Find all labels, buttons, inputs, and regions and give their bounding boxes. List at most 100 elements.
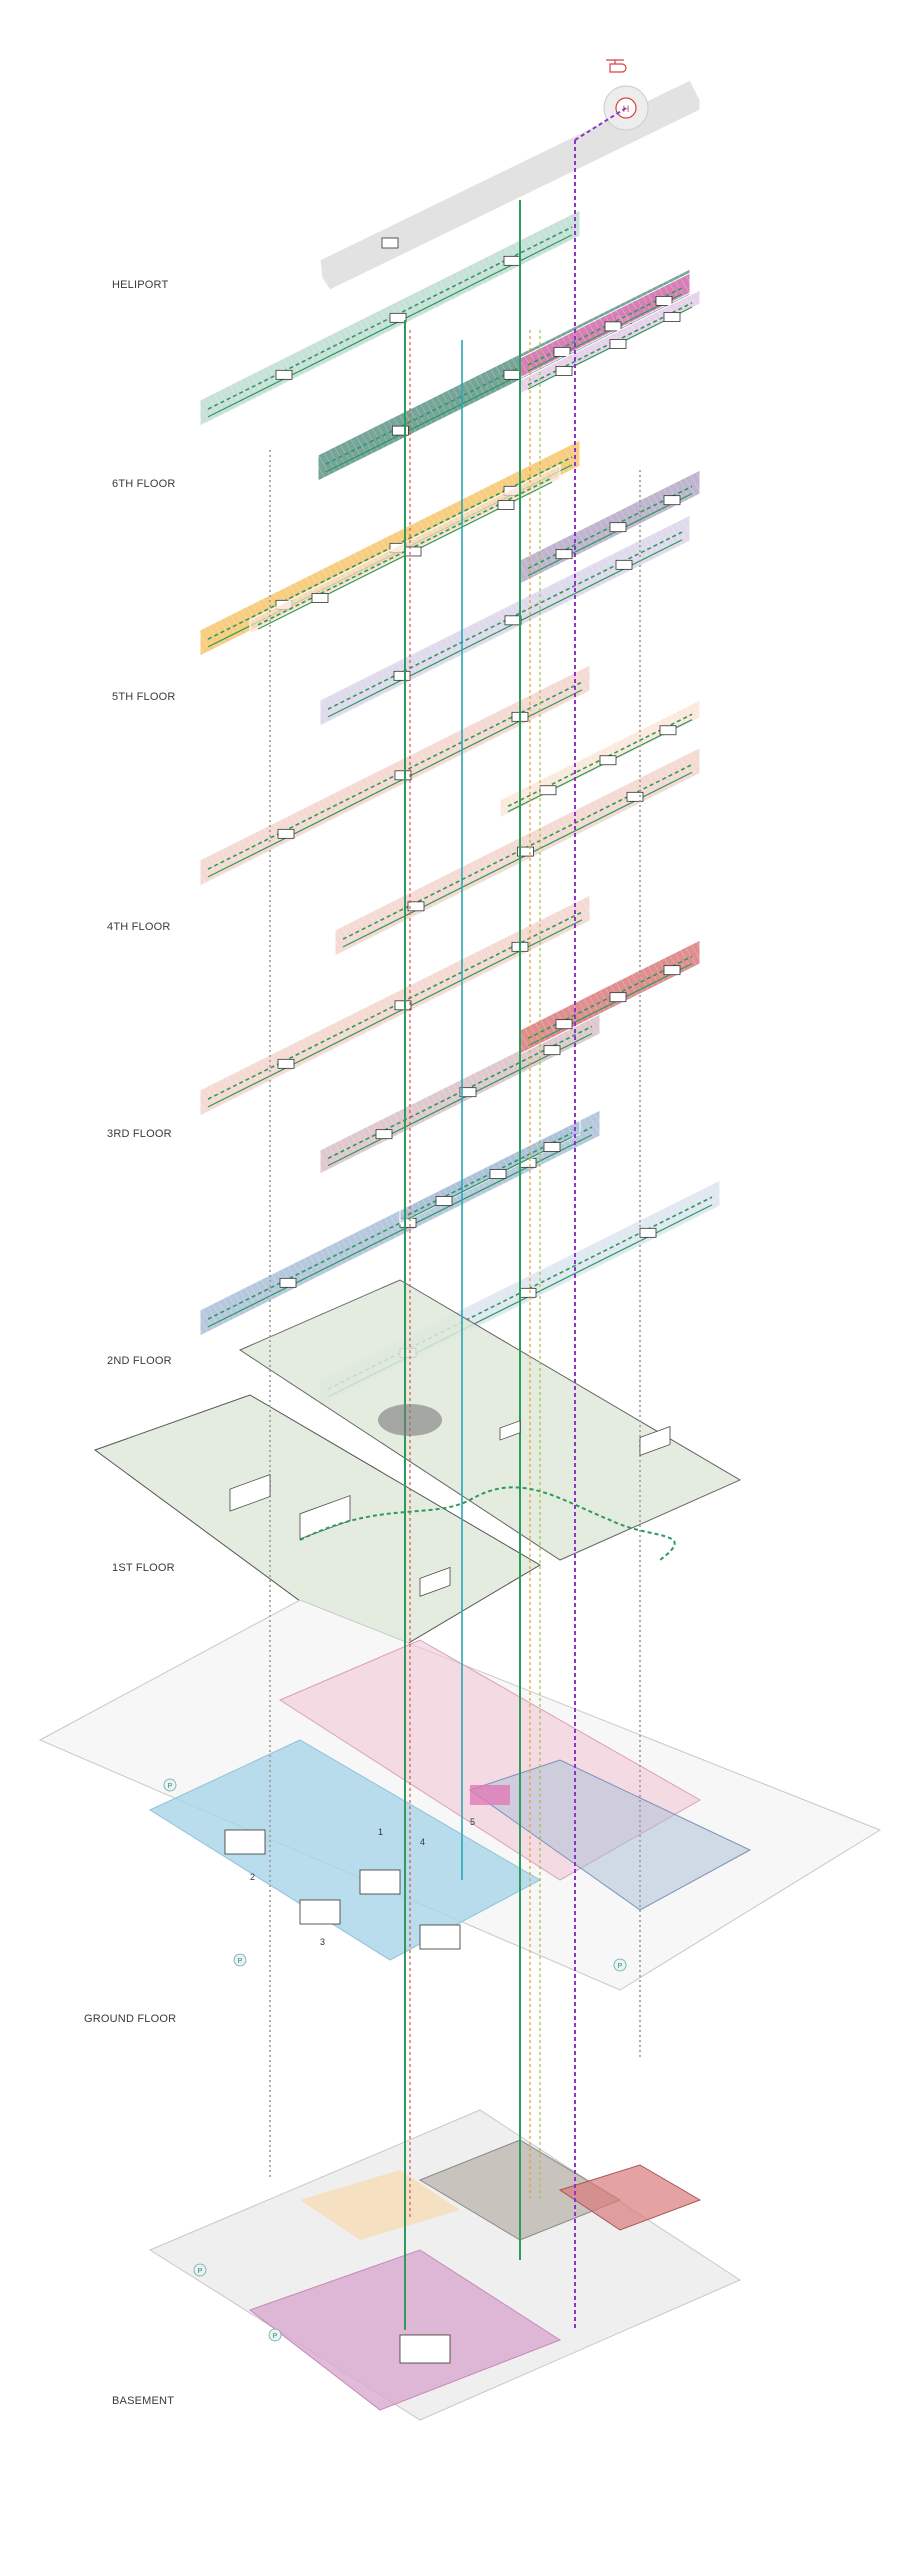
floor-label-5th: 5TH FLOOR [112, 691, 176, 703]
floor2-band-north-room-1 [489, 1169, 507, 1179]
floor6-band-core-room-0 [391, 425, 409, 436]
floor2-band-light-room-1 [519, 1287, 537, 1298]
floor5-band-lilac-room-1 [504, 615, 522, 626]
floor5-band-mauve-room-0 [555, 549, 573, 560]
floor-label-3rd: 3RD FLOOR [107, 1128, 172, 1140]
parking-letter: P [238, 1958, 243, 1965]
ground-courtyard-3 [359, 1869, 401, 1895]
floor1-void-3 [639, 1425, 671, 1457]
floor4-band-peach-room-1 [599, 755, 617, 766]
floor6-band-pink-room-1 [604, 321, 622, 332]
floor1-park-east [238, 1279, 742, 1561]
floor-label-ground: GROUND FLOOR [84, 2013, 177, 2025]
parking-letter: P [618, 1963, 623, 1970]
basement-sand-zone [300, 2170, 460, 2240]
basement-red-zone [558, 2164, 702, 2231]
floor4-band-west-room-1 [394, 770, 412, 781]
heliport-deck [319, 79, 701, 291]
floor4-band-peach-room-2 [659, 725, 677, 736]
parking-icon [268, 2328, 282, 2342]
floor-label-4th: 4TH FLOOR [107, 921, 171, 933]
floor5-band-mauve [519, 469, 701, 585]
floor5-band-lilac-room-2 [615, 559, 633, 570]
floor5-band-mauve-corridor-b [527, 493, 693, 577]
floor-label-6th: 6TH FLOOR [112, 478, 176, 490]
parking-icon [613, 1958, 627, 1972]
floor3-band-red-corridor-b [527, 963, 693, 1047]
floor3-band-west-room-1 [394, 1000, 412, 1011]
parking-letter: P [168, 1783, 173, 1790]
floor5-band-peach-room-2 [497, 500, 515, 510]
floor6-band-pink-room-0 [553, 346, 571, 357]
floor3-band-rose-room-2 [543, 1045, 561, 1056]
floor6-band-lavender-room-1 [609, 339, 627, 349]
floor3-band-rose-room-1 [459, 1087, 477, 1098]
parking-icon [163, 1778, 177, 1792]
floor3-band-rose-room-0 [375, 1129, 393, 1140]
floor1-void-1 [299, 1495, 351, 1540]
floor4-band-east-room-2 [626, 791, 644, 802]
floor4-band-peach-room-0 [539, 785, 557, 796]
vertical-cores-layer [269, 140, 641, 2330]
floor6-band-west-room-1 [389, 312, 407, 323]
floor2-band-north-room-2 [543, 1142, 561, 1152]
parking-icon [193, 2263, 207, 2277]
parking-icon [233, 1953, 247, 1967]
marker-1: 1 [378, 1827, 383, 1837]
floor1-void-0 [229, 1473, 271, 1512]
parking-sign-1: P [233, 1953, 247, 1967]
floor4-band-west-room-0 [277, 828, 295, 839]
floor2-band-north [399, 1119, 581, 1225]
floor5-band-peach-room-1 [404, 546, 422, 557]
ground-courtyard-1 [299, 1899, 341, 1925]
floor5-band-peach-room-0 [311, 593, 329, 603]
floor1-dome [378, 1404, 442, 1436]
floor6-band-pink-room-2 [655, 295, 673, 306]
floor6-band-pink [519, 272, 691, 379]
floor1-void-4 [499, 1420, 521, 1441]
floor6-band-lavender-room-0 [555, 366, 573, 376]
floor3-band-rose-corridor-b [327, 1033, 593, 1167]
parking-sign-4: P [613, 1958, 627, 1972]
marker-5: 5 [470, 1817, 475, 1827]
floor5-band-mauve-room-2 [663, 495, 681, 506]
floor-label-2nd: 2ND FLOOR [107, 1355, 172, 1367]
floor5-band-lilac [319, 514, 691, 727]
marker-3: 3 [320, 1937, 325, 1947]
floor2-band-blue-room-0 [279, 1277, 297, 1288]
helicopter-icon [606, 59, 627, 73]
basement-courtyard [399, 2334, 451, 2364]
parking-sign-3: P [268, 2328, 282, 2342]
ground-pink-block [470, 1785, 510, 1805]
floor3-band-red-room-2 [663, 965, 681, 976]
path-purple-heliport [574, 107, 627, 141]
floor3-band-red-room-0 [555, 1019, 573, 1030]
floor6-band-lavender [519, 289, 701, 395]
ground-courtyard-0 [224, 1829, 266, 1855]
floor4-band-east [334, 746, 701, 957]
floor2-band-north-room-0 [435, 1196, 453, 1206]
floor3-band-west [199, 894, 591, 1117]
parking-sign-2: P [193, 2263, 207, 2277]
floor2-band-light-room-2 [639, 1227, 657, 1238]
helipad-ring [615, 97, 637, 119]
floor-label-1st: 1ST FLOOR [112, 1562, 175, 1574]
floor6-band-west [199, 209, 581, 427]
floor3-band-red-room-1 [609, 992, 627, 1003]
ground-courtyard-2 [419, 1924, 461, 1950]
floor4-band-peach [499, 699, 701, 819]
floor1-void-2 [419, 1566, 451, 1597]
floor4-band-east-room-0 [407, 901, 425, 912]
floor-slabs-layer [38, 79, 882, 2421]
floor4-band-east-room-1 [517, 846, 534, 857]
floor-label-basement: BASEMENT [112, 2395, 175, 2407]
floor-label-heliport: HELIPORT [112, 279, 169, 291]
marker-2: 2 [250, 1872, 255, 1882]
floor6-band-pink-corridor-b [527, 293, 683, 372]
floor3-band-red [519, 939, 701, 1055]
parking-sign-0: P [163, 1778, 177, 1792]
floor6-band-core-room-1 [503, 369, 521, 380]
